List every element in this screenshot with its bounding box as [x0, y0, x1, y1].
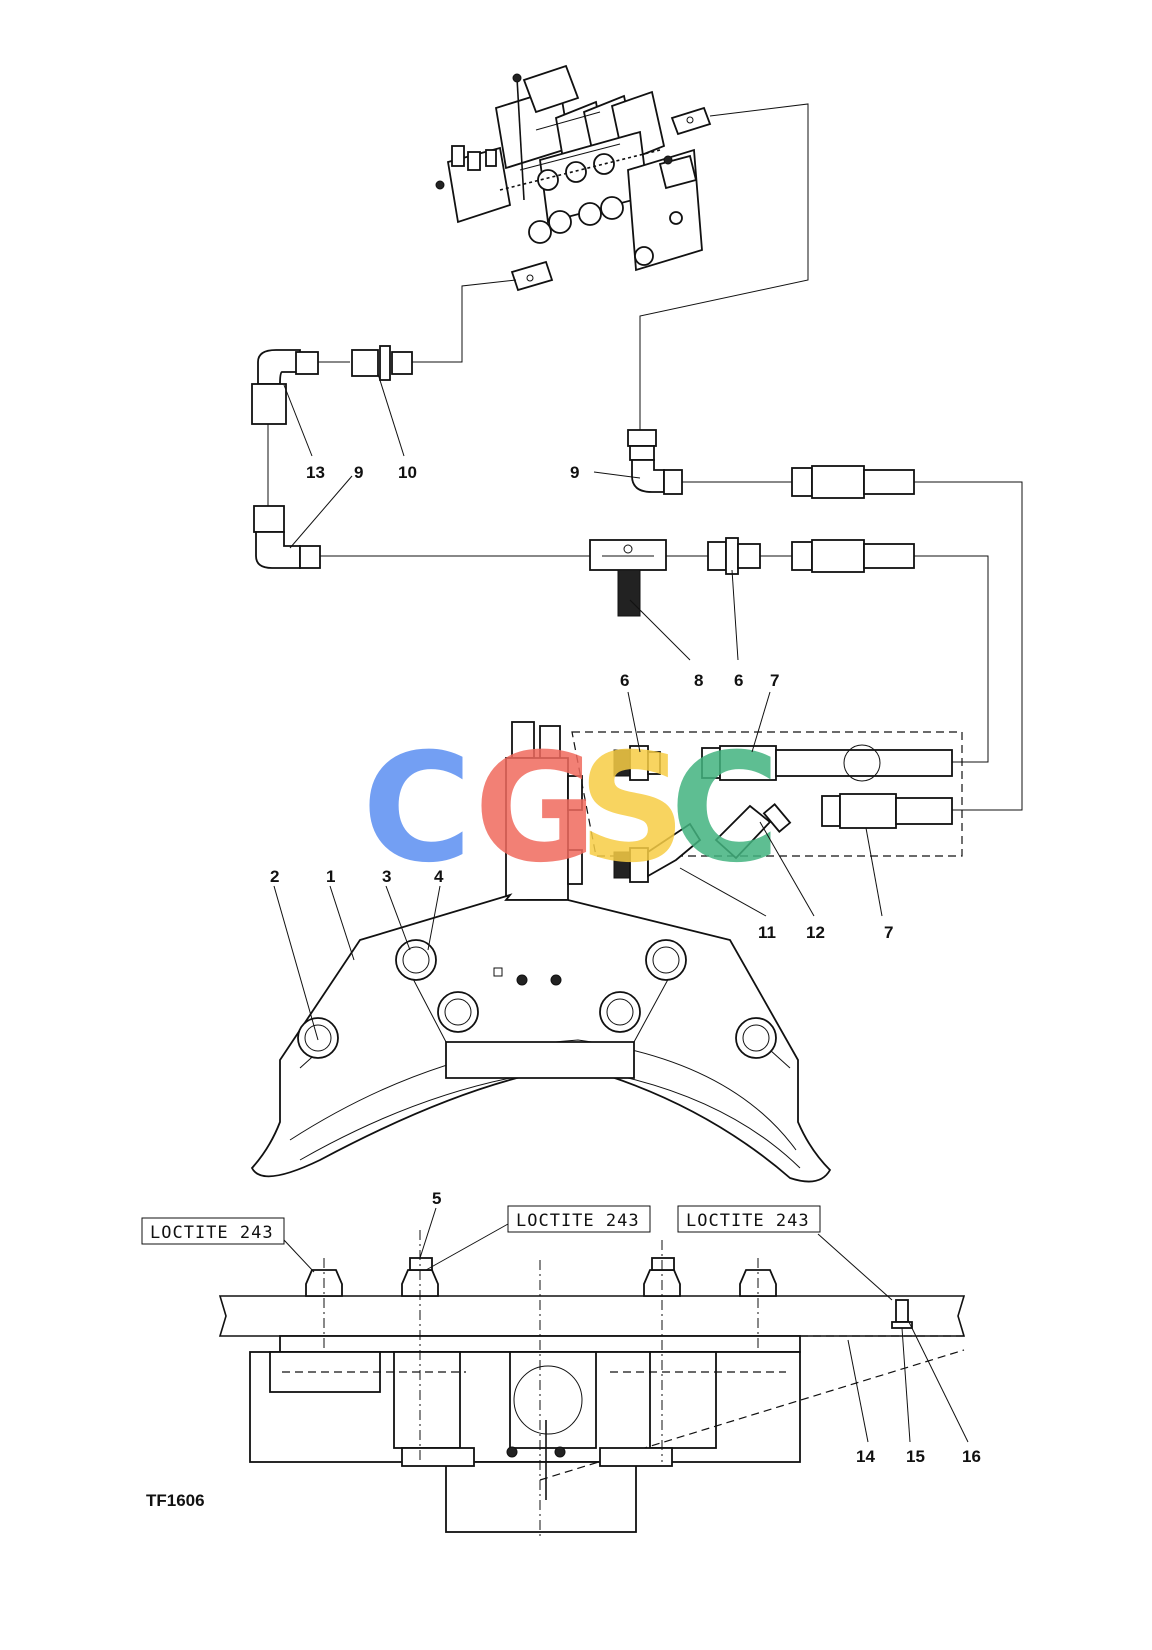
callout-7-bottom: 7: [884, 923, 893, 942]
callout-2: 2: [270, 867, 279, 886]
hose-assembly-7-top: [701, 744, 953, 782]
watermark-letter-2: G: [474, 722, 597, 896]
watermark-letter-4: C: [670, 722, 780, 896]
figure-id: TF1606: [146, 1491, 205, 1510]
swivel-fitting-12: [714, 803, 792, 860]
hose-lines: [267, 103, 1023, 811]
loctite-note-left-text: LOCTITE 243: [150, 1223, 274, 1243]
callout-11: 11: [758, 923, 776, 942]
callout-numbers: 13 9 10 9 8 6 6 7 11 12 7 2 1 3 4 5 14 1…: [270, 463, 981, 1466]
valve-bank-assembly: [435, 64, 703, 272]
junction-block-left: [510, 260, 554, 292]
elbow-fitting-13: [251, 349, 319, 425]
dashed-connection-outline: [571, 731, 963, 857]
callout-6-mid: 6: [734, 671, 743, 690]
callout-7-top: 7: [770, 671, 779, 690]
callout-5: 5: [432, 1189, 441, 1208]
elbow-fitting-9-right: [627, 429, 683, 495]
hose-assembly-middle: [791, 539, 915, 573]
callout-1: 1: [326, 867, 335, 886]
callout-9-right: 9: [570, 463, 579, 482]
adapter-fitting-6-mid: [707, 537, 761, 575]
grapple-head-1: [250, 893, 832, 1183]
loctite-note-right: LOCTITE 243: [677, 1205, 821, 1233]
hose-assembly-7-bottom: [821, 793, 953, 829]
callout-14: 14: [856, 1447, 875, 1466]
callout-6-box: 6: [620, 671, 629, 690]
watermark-letter-3: S: [578, 722, 686, 896]
callout-16: 16: [962, 1447, 981, 1466]
callout-9-left: 9: [354, 463, 363, 482]
flow-valve-8: [589, 539, 667, 617]
callout-12: 12: [806, 923, 825, 942]
side-view-assembly: [218, 1230, 966, 1540]
leader-lines: [273, 373, 969, 1443]
callout-4: 4: [434, 867, 444, 886]
callout-8: 8: [694, 671, 703, 690]
adapter-fitting-10: [351, 345, 413, 381]
watermark-letter-1: C: [362, 722, 472, 896]
callout-13: 13: [306, 463, 325, 482]
loctite-note-right-text: LOCTITE 243: [686, 1211, 810, 1231]
loctite-note-center: LOCTITE 243: [507, 1205, 651, 1233]
callout-10: 10: [398, 463, 417, 482]
adapter-fitting-6-box: [613, 745, 661, 781]
junction-block-right: [670, 106, 712, 136]
hose-assembly-upper: [791, 465, 915, 499]
loctite-note-center-text: LOCTITE 243: [516, 1211, 640, 1231]
elbow-fitting-9-left: [253, 505, 321, 569]
watermark-logo: C G S C: [362, 722, 780, 896]
loctite-note-left: LOCTITE 243: [141, 1217, 285, 1245]
elbow-fitting-11: [613, 822, 702, 883]
callout-15: 15: [906, 1447, 925, 1466]
callout-3: 3: [382, 867, 391, 886]
